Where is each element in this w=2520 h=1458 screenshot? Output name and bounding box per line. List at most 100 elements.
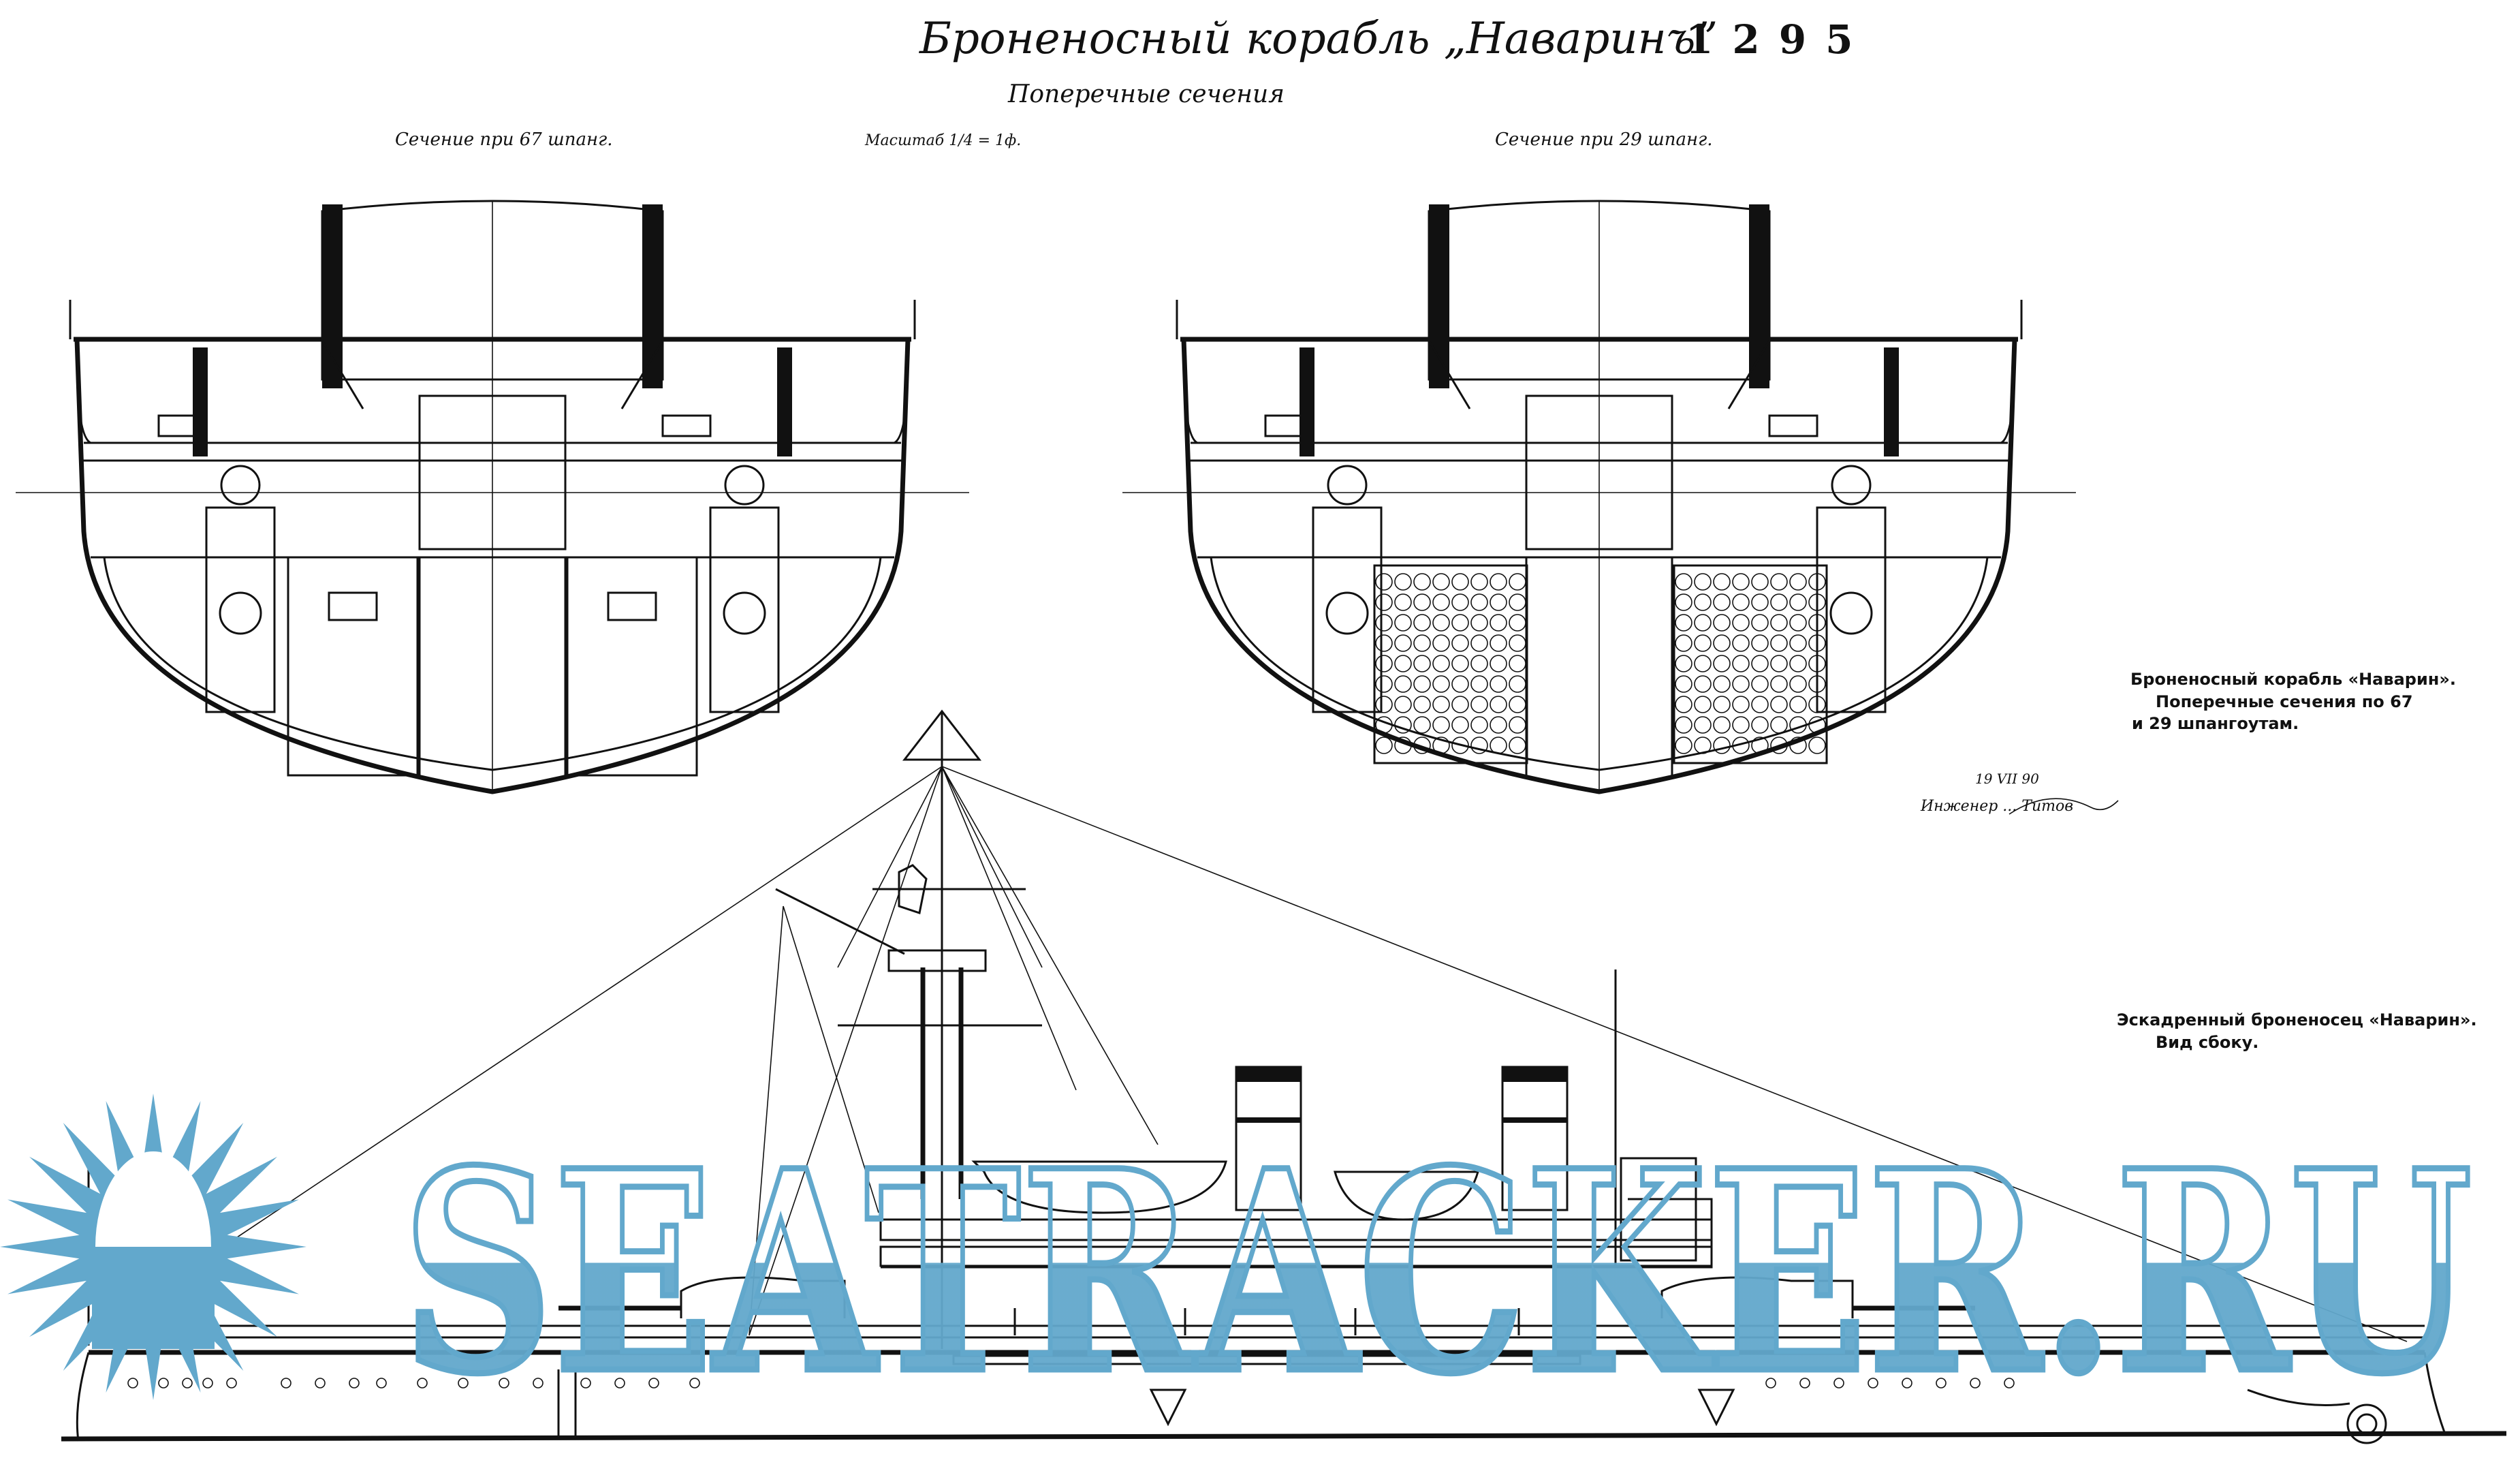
porthole: [1765, 1378, 1776, 1389]
portholes: [127, 1378, 2015, 1389]
ammunition-cell: [1808, 655, 1826, 672]
ammunition-cell: [1470, 655, 1488, 672]
ammunition-cell: [1751, 696, 1769, 713]
side-armor-right: [1884, 347, 1899, 456]
bearing: [1264, 414, 1314, 437]
ammunition-cell: [1490, 736, 1507, 754]
ammunition-cell: [1432, 614, 1450, 632]
porthole: [1833, 1378, 1844, 1389]
porthole: [1868, 1378, 1878, 1389]
tank: [328, 591, 378, 621]
ammunition-cell: [1675, 716, 1692, 734]
ammunition-cell: [1694, 675, 1712, 693]
ammunition-cell: [1394, 634, 1412, 652]
bearing: [661, 414, 712, 437]
porthole: [281, 1378, 292, 1389]
compartment: [287, 556, 419, 777]
sheet-number: 1295: [1686, 16, 1872, 63]
ammunition-cell: [1470, 593, 1488, 611]
ammunition-cell: [1770, 716, 1788, 734]
scale-label: Масштаб 1/4 = 1ф.: [864, 132, 1021, 149]
porthole: [349, 1378, 360, 1389]
porthole: [376, 1378, 387, 1389]
shaft-wheel: [1327, 465, 1368, 506]
ammunition-cell: [1808, 573, 1826, 591]
ammunition-cell: [1432, 675, 1450, 693]
ammunition-cell: [1770, 736, 1788, 754]
ammunition-cell: [1394, 736, 1412, 754]
ammunition-cell: [1770, 655, 1788, 672]
ammunition-cell: [1375, 573, 1393, 591]
ammunition-cell: [1451, 736, 1469, 754]
porthole: [2004, 1378, 2015, 1389]
ammunition-cell: [1694, 593, 1712, 611]
ammunition-cell: [1675, 655, 1692, 672]
ammunition-cell: [1490, 716, 1507, 734]
ammunition-cell: [1751, 675, 1769, 693]
porthole: [689, 1378, 700, 1389]
side-armor-left: [1300, 347, 1314, 456]
machinery-column: [1816, 506, 1887, 713]
ammunition-cell: [1713, 614, 1731, 632]
ammunition-cell: [1732, 593, 1750, 611]
ammunition-cell: [1808, 696, 1826, 713]
ammunition-cell: [1694, 716, 1712, 734]
ammunition-cell: [1808, 675, 1826, 693]
ammunition-cell: [1751, 716, 1769, 734]
ammunition-cell: [1509, 675, 1526, 693]
ammunition-cell: [1751, 655, 1769, 672]
ammunition-cell: [1375, 675, 1393, 693]
machinery-column: [1312, 506, 1383, 713]
ammunition-cell: [1732, 675, 1750, 693]
sheet-title: Броненосный корабль „Наваринъ”: [919, 14, 1718, 64]
ammunition-cell: [1375, 696, 1393, 713]
ammunition-cell: [1413, 634, 1431, 652]
porthole: [458, 1378, 469, 1389]
porthole: [315, 1378, 326, 1389]
ammunition-cell: [1413, 736, 1431, 754]
ammunition-cell: [1394, 696, 1412, 713]
supports: [1428, 340, 1771, 409]
ammunition-cell: [1694, 655, 1712, 672]
ammunition-cell: [1509, 655, 1526, 672]
ammunition-cell: [1509, 696, 1526, 713]
machinery-wheel: [1829, 591, 1873, 635]
shaft-wheel: [724, 465, 765, 506]
side-view-caption: Эскадренный броненосец «Наварин». Вид сб…: [2117, 1010, 2477, 1052]
ammunition-cell: [1713, 655, 1731, 672]
section-29-label: Сечение при 29 шпанг.: [1495, 129, 1713, 150]
ammunition-cell: [1375, 716, 1393, 734]
ammunition-cell: [1375, 614, 1393, 632]
machinery-wheel: [1325, 591, 1369, 635]
ammunition-cell: [1394, 655, 1412, 672]
sea: [92, 1247, 215, 1349]
porthole: [1799, 1378, 1810, 1389]
ammunition-cell: [1490, 675, 1507, 693]
tank: [607, 591, 657, 621]
porthole: [417, 1378, 428, 1389]
armor-right: [642, 204, 663, 388]
porthole: [1936, 1378, 1947, 1389]
ammunition-cell: [1413, 696, 1431, 713]
ammunition-cell: [1432, 716, 1450, 734]
sheet-subtitle: Поперечные сечения: [1007, 80, 1285, 108]
ammunition-cell: [1394, 593, 1412, 611]
bearing: [1768, 414, 1818, 437]
ammunition-cell: [1470, 736, 1488, 754]
armor-left: [1429, 204, 1449, 388]
ammunition-cell: [1808, 736, 1826, 754]
machinery-column: [709, 506, 780, 713]
ammunition-cell: [1713, 634, 1731, 652]
ammunition-cell: [1789, 696, 1807, 713]
ammunition-cell: [1694, 573, 1712, 591]
ammunition-cell: [1451, 593, 1469, 611]
ammunition-cell: [1770, 634, 1788, 652]
bulkheads: [418, 557, 567, 777]
ammunition-cell: [1789, 655, 1807, 672]
ammunition-cell: [1789, 736, 1807, 754]
supports: [321, 340, 664, 409]
stanchions: [1176, 300, 2023, 444]
ammunition-cell: [1770, 675, 1788, 693]
ammunition-cell: [1413, 573, 1431, 591]
